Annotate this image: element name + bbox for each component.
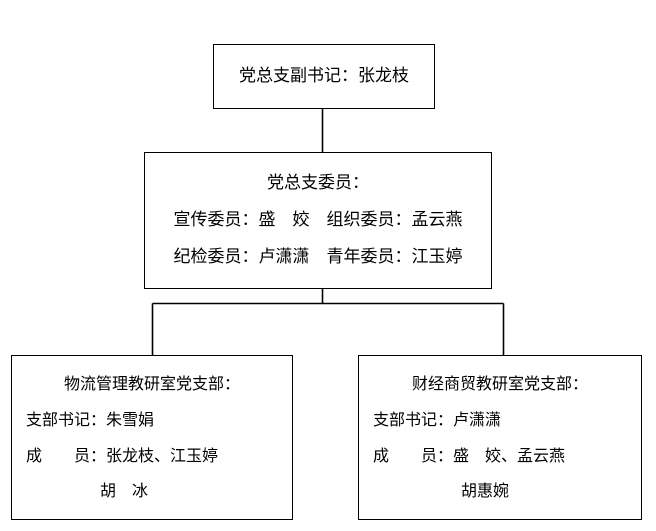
node-committee-heading: 党总支委员：	[267, 173, 369, 194]
node-branch-logistics: 物流管理教研室党支部： 支部书记：朱雪娟 成 员：张龙枝、江玉婷 胡 冰	[11, 355, 293, 520]
node-branch-finance-members-row-2: 胡惠婉	[461, 481, 510, 501]
node-branch-logistics-members-row-2: 胡 冰	[100, 481, 149, 501]
node-branch-logistics-members-row-1: 成 员：张龙枝、江玉婷	[26, 445, 219, 465]
node-deputy-secretary-label: 党总支副书记：张龙枝	[239, 66, 409, 87]
node-deputy-secretary: 党总支副书记：张龙枝	[213, 44, 435, 109]
node-committee: 党总支委员： 宣传委员：盛 姣 组织委员：孟云燕 纪检委员：卢潇潇 青年委员：江…	[144, 152, 492, 289]
node-branch-logistics-title: 物流管理教研室党支部：	[63, 374, 240, 394]
node-branch-finance-secretary: 支部书记：卢潇潇	[373, 409, 502, 429]
node-committee-members-row-2: 纪检委员：卢潇潇 青年委员：江玉婷	[173, 247, 463, 268]
node-branch-finance-members-row-1: 成 员：盛 姣、孟云燕	[373, 445, 566, 465]
node-branch-finance-title: 财经商贸教研室党支部：	[411, 374, 588, 394]
node-branch-logistics-secretary: 支部书记：朱雪娟	[26, 409, 155, 429]
node-committee-members-row-1: 宣传委员：盛 姣 组织委员：孟云燕	[173, 210, 463, 231]
node-branch-finance: 财经商贸教研室党支部： 支部书记：卢潇潇 成 员：盛 姣、孟云燕 胡惠婉	[358, 355, 642, 520]
